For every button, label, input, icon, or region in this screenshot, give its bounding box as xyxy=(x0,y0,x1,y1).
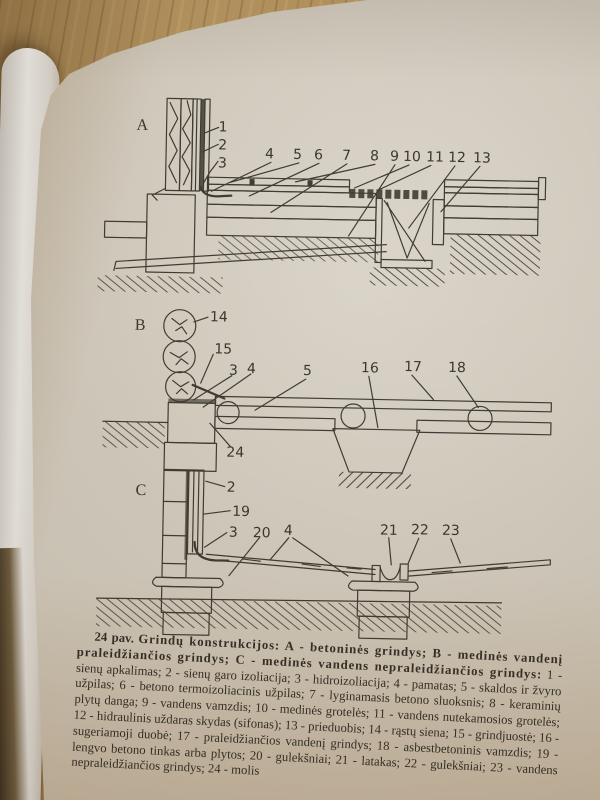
callout-number: 5 xyxy=(293,147,302,163)
diagram-a-concrete-floor: A xyxy=(97,97,547,294)
callout-numbers: 14 15 3 4 5 16 17 18 24 xyxy=(210,309,466,461)
diagram-a-label: A xyxy=(136,117,148,134)
callout-numbers: 2 19 3 20 4 21 22 23 xyxy=(227,480,460,542)
drain-pit xyxy=(369,197,445,287)
floor-joists xyxy=(216,401,493,432)
callout-number: 3 xyxy=(218,155,227,171)
callout-number: 21 xyxy=(380,523,398,539)
callout-number: 3 xyxy=(229,363,238,379)
callout-number: 4 xyxy=(265,146,274,162)
floor-layers-right xyxy=(443,176,547,276)
water-pipe xyxy=(113,244,387,271)
callout-numbers: 1 2 3 4 5 6 7 8 9 10 11 12 13 xyxy=(218,119,491,171)
callout-leaders xyxy=(201,126,481,237)
callout-leaders xyxy=(202,480,461,577)
absorbing-pit xyxy=(332,428,421,490)
log-wall xyxy=(162,309,197,403)
floor-boards-left xyxy=(205,553,376,576)
callout-number: 1 xyxy=(218,119,227,135)
ground xyxy=(102,420,169,449)
clay-layer xyxy=(214,415,552,436)
siphon-funnel xyxy=(386,202,430,259)
foundation-pier xyxy=(97,193,223,294)
callout-number: 4 xyxy=(247,361,256,377)
callout-number: 2 xyxy=(218,137,227,153)
brick-pier xyxy=(163,398,218,472)
floor-boards-right xyxy=(407,559,551,577)
callout-number: 2 xyxy=(227,480,236,496)
callout-number: 10 xyxy=(403,149,421,165)
callout-number: 4 xyxy=(284,523,293,539)
callout-number: 15 xyxy=(214,341,232,357)
callout-number: 16 xyxy=(361,360,379,376)
hydroisolation-curve xyxy=(193,540,230,562)
callout-number: 8 xyxy=(370,148,379,164)
callout-number: 3 xyxy=(229,525,238,541)
callout-number: 13 xyxy=(473,150,491,166)
figure-number: 24 pav. xyxy=(94,629,135,646)
figure-caption: 24 pav. Grindų konstrukcijos: A - betoni… xyxy=(71,629,563,795)
wooden-grating xyxy=(349,188,428,200)
callout-number: 11 xyxy=(426,149,444,165)
diagram-c-impermeable-wood-floor: C xyxy=(95,468,551,640)
diagram-c-label: C xyxy=(135,482,146,499)
callout-number: 23 xyxy=(442,523,460,539)
callout-number: 22 xyxy=(411,522,429,538)
callout-number: 18 xyxy=(448,360,466,376)
callout-number: 9 xyxy=(390,149,399,165)
callout-number: 12 xyxy=(448,150,466,166)
ground xyxy=(95,597,503,634)
callout-leaders xyxy=(192,316,479,448)
callout-number: 24 xyxy=(226,445,244,461)
callout-number: 7 xyxy=(342,148,351,164)
asbestos-pipe xyxy=(467,405,493,432)
callout-number: 20 xyxy=(253,525,271,541)
callout-number: 14 xyxy=(210,309,228,325)
diagram-b-label: B xyxy=(135,317,146,334)
vapor-barrier-layer xyxy=(184,469,190,560)
callout-number: 19 xyxy=(232,504,250,520)
wall-section xyxy=(151,97,233,201)
callout-number: 17 xyxy=(404,359,422,375)
gutter xyxy=(371,563,409,583)
callout-number: 5 xyxy=(303,363,312,379)
diagram-b-permeable-wood-floor: B xyxy=(102,309,552,490)
callout-number: 6 xyxy=(314,147,323,163)
floor-plank xyxy=(214,395,552,413)
